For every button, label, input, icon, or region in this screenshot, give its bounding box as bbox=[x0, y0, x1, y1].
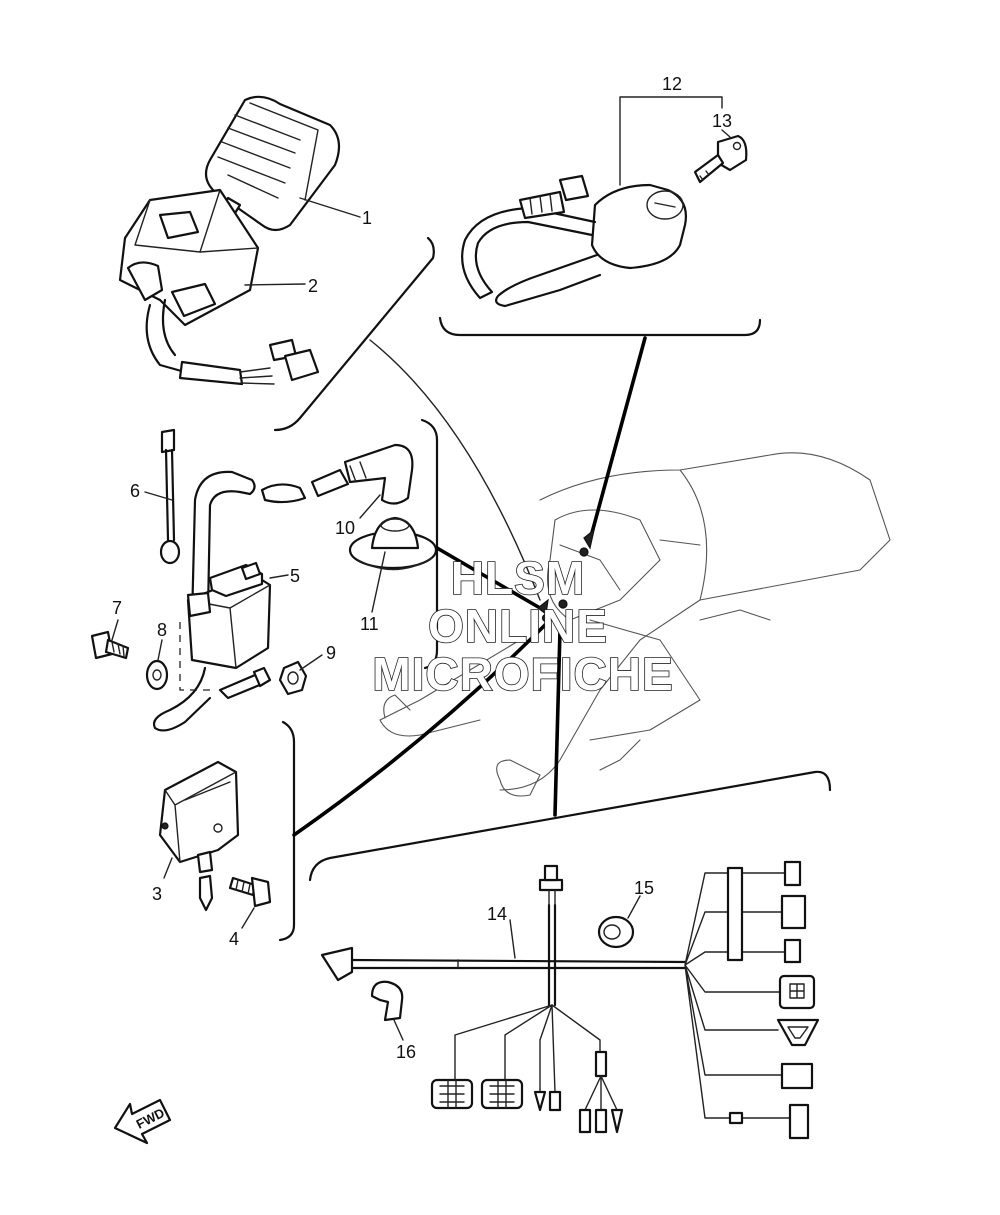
callout-9: 9 bbox=[326, 643, 336, 663]
callout-11: 11 bbox=[360, 614, 379, 634]
part-3-cdi-unit bbox=[158, 760, 240, 912]
callout-14: 14 bbox=[487, 904, 507, 924]
part-12-main-switch bbox=[461, 174, 687, 308]
callout-7: 7 bbox=[112, 598, 122, 618]
callout-2: 2 bbox=[308, 276, 318, 296]
part-9-nut bbox=[218, 660, 308, 700]
watermark-line-1: HLSM bbox=[451, 552, 585, 604]
part-16-clamp bbox=[370, 980, 404, 1022]
callout-3: 3 bbox=[152, 884, 162, 904]
part-14-wire-harness bbox=[320, 860, 820, 1140]
leader-lines bbox=[292, 336, 647, 837]
watermark-line-2: ONLINE bbox=[428, 600, 608, 652]
callout-12: 12 bbox=[662, 74, 682, 94]
callout-16: 16 bbox=[396, 1042, 416, 1062]
part-6-rod bbox=[159, 428, 181, 565]
part-2-switch-housing bbox=[118, 188, 320, 386]
part-8-washer bbox=[145, 659, 169, 691]
fwd-arrow-icon: FWD bbox=[113, 1098, 172, 1145]
callout-4: 4 bbox=[229, 929, 239, 949]
callout-leaders bbox=[111, 96, 731, 1041]
callout-1: 1 bbox=[362, 208, 372, 228]
part-13-key bbox=[693, 134, 748, 184]
watermark-line-3: MICROFICHE bbox=[372, 648, 673, 700]
watermark: HLSM ONLINE MICROFICHE bbox=[372, 551, 674, 701]
group-brackets bbox=[273, 236, 832, 942]
callout-5: 5 bbox=[290, 566, 300, 586]
part-15-grommet bbox=[597, 915, 635, 949]
part-7-bolt bbox=[90, 630, 130, 660]
callout-6: 6 bbox=[130, 481, 140, 501]
part-11-rubber-cap bbox=[348, 516, 438, 571]
callout-15: 15 bbox=[634, 878, 654, 898]
callout-13: 13 bbox=[712, 111, 732, 131]
callout-10: 10 bbox=[335, 518, 355, 538]
callout-8: 8 bbox=[157, 620, 167, 640]
part-4-bolt bbox=[228, 876, 272, 908]
part-10-plug-cap bbox=[260, 443, 414, 505]
callout-numbers: 1 2 3 4 5 6 7 8 9 10 11 12 13 14 15 16 bbox=[112, 74, 732, 1062]
part-5-ignition-coil bbox=[152, 470, 272, 732]
